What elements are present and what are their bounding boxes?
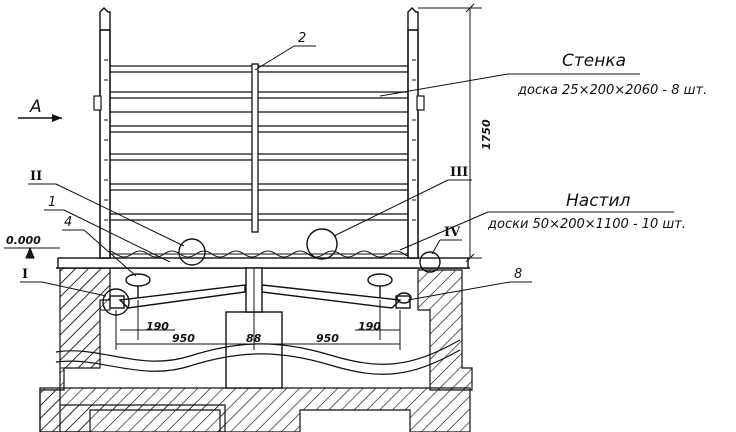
detail-circle-III [306, 228, 338, 260]
wall-spec: доска 25×200×2060 - 8 шт. [517, 83, 707, 98]
callout-I: I [22, 267, 28, 282]
dim-center-88: 88 [246, 332, 262, 345]
labels: 2 Стенка доска 25×200×2060 - 8 шт. 1750 … [6, 31, 707, 345]
callout-III: III [450, 165, 468, 180]
break-line-lower [55, 349, 461, 375]
detail-circle-II [178, 238, 206, 266]
level-0000: 0.000 [6, 234, 41, 247]
detail-circles [102, 228, 441, 316]
floor-beam [57, 257, 469, 269]
callout-8: 8 [514, 267, 522, 282]
view-arrow: А [18, 97, 62, 122]
wall-assembly [93, 7, 425, 259]
floor-title: Настил [566, 191, 630, 211]
dim-height: 1750 [480, 119, 493, 150]
dim-left-950: 950 [172, 332, 195, 345]
floor-assembly [57, 250, 469, 313]
leader-lines [20, 45, 674, 301]
center-stud [251, 63, 259, 233]
right-bracket [416, 95, 425, 111]
foundation-right-block [417, 269, 473, 391]
right-post [407, 29, 419, 259]
dimension-lines [4, 3, 482, 350]
callout-II: II [30, 169, 42, 184]
floor-spec: доски 50×200×1100 - 10 шт. [487, 217, 686, 232]
left-post [99, 29, 111, 259]
foundation-base [39, 387, 471, 432]
left-sloped-beam [118, 284, 246, 309]
callout-4: 4 [64, 215, 72, 230]
wall-title: Стенка [562, 51, 626, 71]
left-bracket [93, 95, 102, 111]
left-post-top [99, 7, 111, 30]
detail-circle-IV [419, 251, 441, 273]
view-label: А [29, 97, 42, 117]
foundation-left-inner [59, 267, 111, 369]
floor-filling [99, 250, 413, 258]
dim-right-950: 950 [316, 332, 339, 345]
support-pads [109, 273, 412, 309]
callout-1: 1 [48, 195, 56, 210]
dim-left-190: 190 [146, 320, 169, 333]
wall-boards [110, 65, 408, 221]
callout-2: 2 [298, 31, 306, 46]
right-post-top [407, 7, 419, 30]
dim-right-190: 190 [358, 320, 381, 333]
callout-IV: IV [444, 225, 461, 240]
